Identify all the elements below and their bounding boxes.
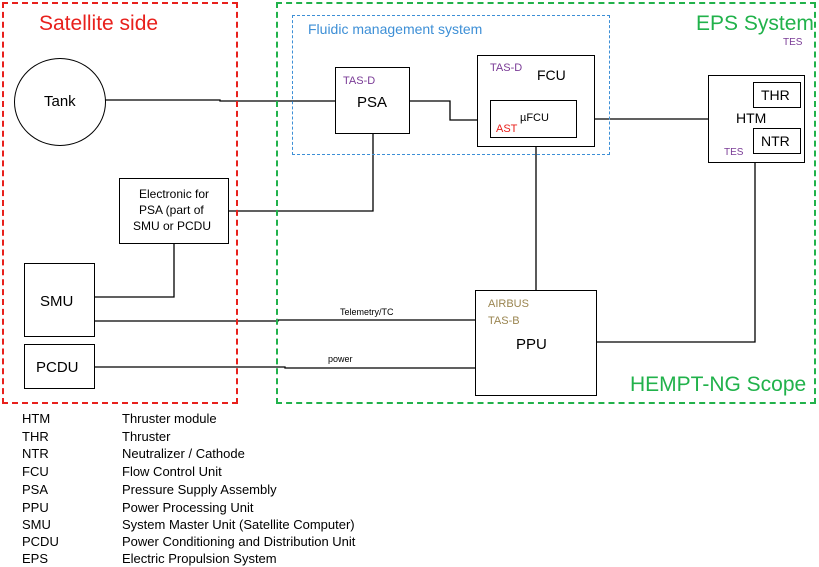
legend-abbr: PPU (22, 500, 49, 515)
htm-ppu-line (597, 163, 756, 343)
legend-abbr: PSA (22, 482, 49, 497)
smu-node (24, 263, 95, 337)
eps-system-title: EPS System (696, 12, 814, 35)
eps-tes-label: TES (783, 37, 803, 48)
ufcu-node (490, 100, 577, 138)
legend-definition: Power Conditioning and Distribution Unit (122, 534, 356, 549)
power-edge-label: power (328, 354, 353, 364)
legend-definition: System Master Unit (Satellite Computer) (122, 517, 355, 532)
smu-label: SMU (40, 293, 74, 310)
electronic-smu-line (95, 244, 175, 298)
ntr-label: NTR (761, 133, 790, 149)
legend-abbr: EPS (22, 551, 49, 566)
tank-label: Tank (44, 93, 76, 110)
psa-vendor: TAS-D (343, 75, 376, 87)
thr-node (753, 82, 801, 108)
legend-abbr: NTR (22, 446, 49, 461)
satellite-side-region (2, 2, 238, 404)
ppu-node (475, 290, 597, 396)
legend-abbr: SMU (22, 517, 51, 532)
psa-fcu-line (410, 100, 490, 121)
pcdu-label: PCDU (36, 359, 79, 376)
ufcu-vendor: AST (496, 123, 518, 135)
electronic-line-2: PSA (part of (139, 203, 204, 217)
fcu-vendor: TAS-D (490, 62, 523, 74)
electronic-psa-node (119, 178, 229, 244)
ppu-vendor-2: TAS-B (488, 315, 520, 327)
legend-definition: Flow Control Unit (122, 464, 222, 479)
ppu-label: PPU (516, 336, 547, 353)
htm-label: HTM (736, 110, 767, 126)
legend-definition: Thruster module (122, 411, 217, 426)
ppu-vendor-1: AIRBUS (488, 298, 529, 310)
smu-ppu-telemetry-line (95, 319, 475, 322)
legend-abbr: THR (22, 429, 49, 444)
legend-definition: Pressure Supply Assembly (122, 482, 277, 497)
hempt-ng-scope-title: HEMPT-NG Scope (630, 373, 807, 396)
legend-definition: Neutralizer / Cathode (122, 446, 245, 461)
legend-abbr: HTM (22, 411, 51, 426)
psa-node (335, 67, 410, 134)
thr-label: THR (761, 87, 790, 103)
eps-system-region (276, 2, 816, 404)
pcdu-node (24, 344, 95, 389)
legend-definition: Power Processing Unit (122, 500, 254, 515)
pcdu-ppu-power-line (95, 366, 475, 369)
electronic-line-1: Electronic for (139, 187, 210, 201)
legend-abbr: FCU (22, 464, 49, 479)
fluidic-management-title: Fluidic management system (308, 21, 483, 37)
telemetry-edge-label: Telemetry/TC (340, 307, 394, 317)
fluidic-management-region (292, 15, 610, 155)
legend-definition: Electric Propulsion System (122, 551, 277, 566)
ufcu-label: µFCU (520, 112, 549, 124)
fcu-label: FCU (537, 67, 566, 83)
legend-definition: Thruster (122, 429, 171, 444)
satellite-side-title: Satellite side (39, 12, 159, 35)
legend-abbr: PCDU (22, 534, 59, 549)
tank-node (14, 58, 106, 146)
htm-vendor: TES (724, 147, 744, 158)
ntr-node (753, 128, 801, 154)
electronic-line-3: SMU or PCDU (133, 219, 212, 233)
psa-label: PSA (357, 94, 388, 111)
